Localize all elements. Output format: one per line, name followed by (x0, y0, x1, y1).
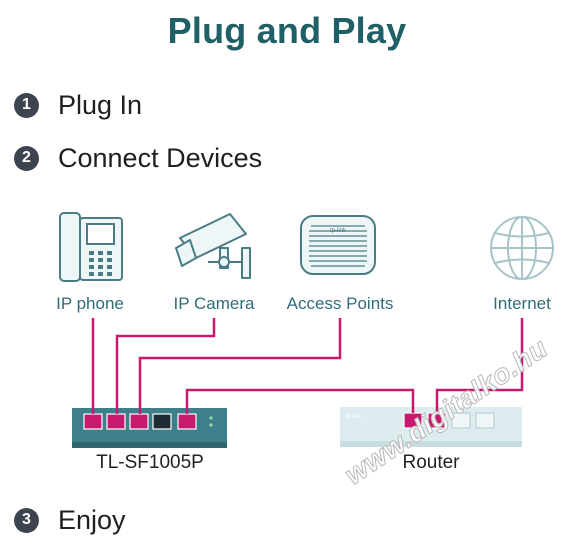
svg-text:tp-link: tp-link (330, 228, 347, 234)
cable-access-points (138, 318, 342, 414)
access-point-icon: tp-link (300, 215, 376, 275)
step-number-badge: 2 (14, 145, 39, 171)
router-brand-logo: tp-link (346, 414, 363, 420)
label-internet: Internet (493, 294, 551, 313)
cable-router-uplink (185, 388, 415, 414)
ip-phone-icon (59, 212, 123, 282)
page-title: Plug and Play (167, 10, 407, 51)
step-number-badge: 1 (14, 92, 39, 118)
globe-icon (490, 216, 554, 280)
label-switch-model: TL-SF1005P (96, 452, 204, 473)
step-label: Plug In (58, 89, 143, 120)
label-ip-phone: IP phone (56, 294, 124, 313)
ethernet-cables (91, 318, 524, 414)
cable-internet (435, 318, 524, 413)
label-router: Router (402, 452, 460, 473)
step-label: Enjoy (58, 504, 126, 535)
label-ip-camera: IP Camera (173, 294, 255, 313)
switch-device (72, 408, 227, 448)
cable-ip-camera (115, 318, 216, 414)
ip-camera-icon (175, 213, 251, 279)
router-device (340, 407, 522, 447)
label-access-points: Access Points (286, 294, 394, 313)
step-plug-in: 1 Plug In (14, 88, 142, 122)
step-number-badge: 3 (14, 507, 39, 533)
step-connect-devices: 2 Connect Devices (14, 141, 262, 175)
step-enjoy: 3 Enjoy (14, 503, 126, 537)
step-label: Connect Devices (58, 142, 263, 173)
